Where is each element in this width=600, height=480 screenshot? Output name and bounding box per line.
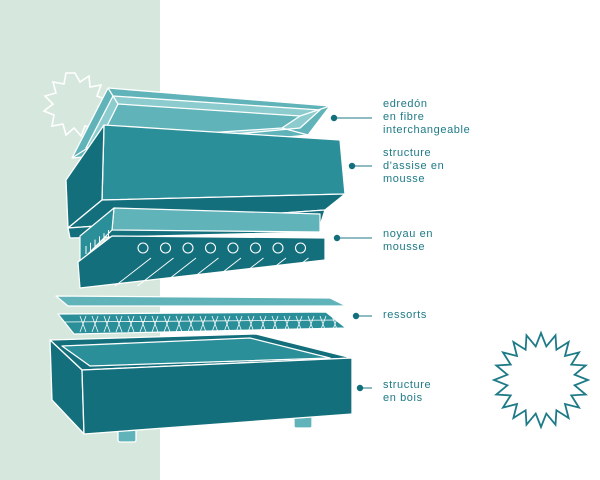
layer-springs [55,295,347,335]
outline-star-icon-left [42,72,109,138]
leader-lines [330,114,372,392]
foam-cell [294,242,307,254]
foam-cell [249,242,262,254]
label-foam-core: noyau en mousse [383,228,434,253]
foam-cell [159,242,172,254]
label-wood-frame: structure en bois [383,379,432,404]
label-seat-structure: structure d'assise en mousse [383,147,445,185]
label-duvet: edredón en fibre interchangeable [383,98,471,136]
layer-wood-frame [49,333,353,443]
foam-cell [137,242,149,254]
foam-cell [227,242,239,254]
layer-foam-core [77,207,326,289]
label-springs: ressorts [383,309,427,321]
foam-cell [272,242,284,254]
foam-cell [182,242,194,254]
outline-star-icon-right [491,330,591,430]
foam-cell [204,242,217,254]
